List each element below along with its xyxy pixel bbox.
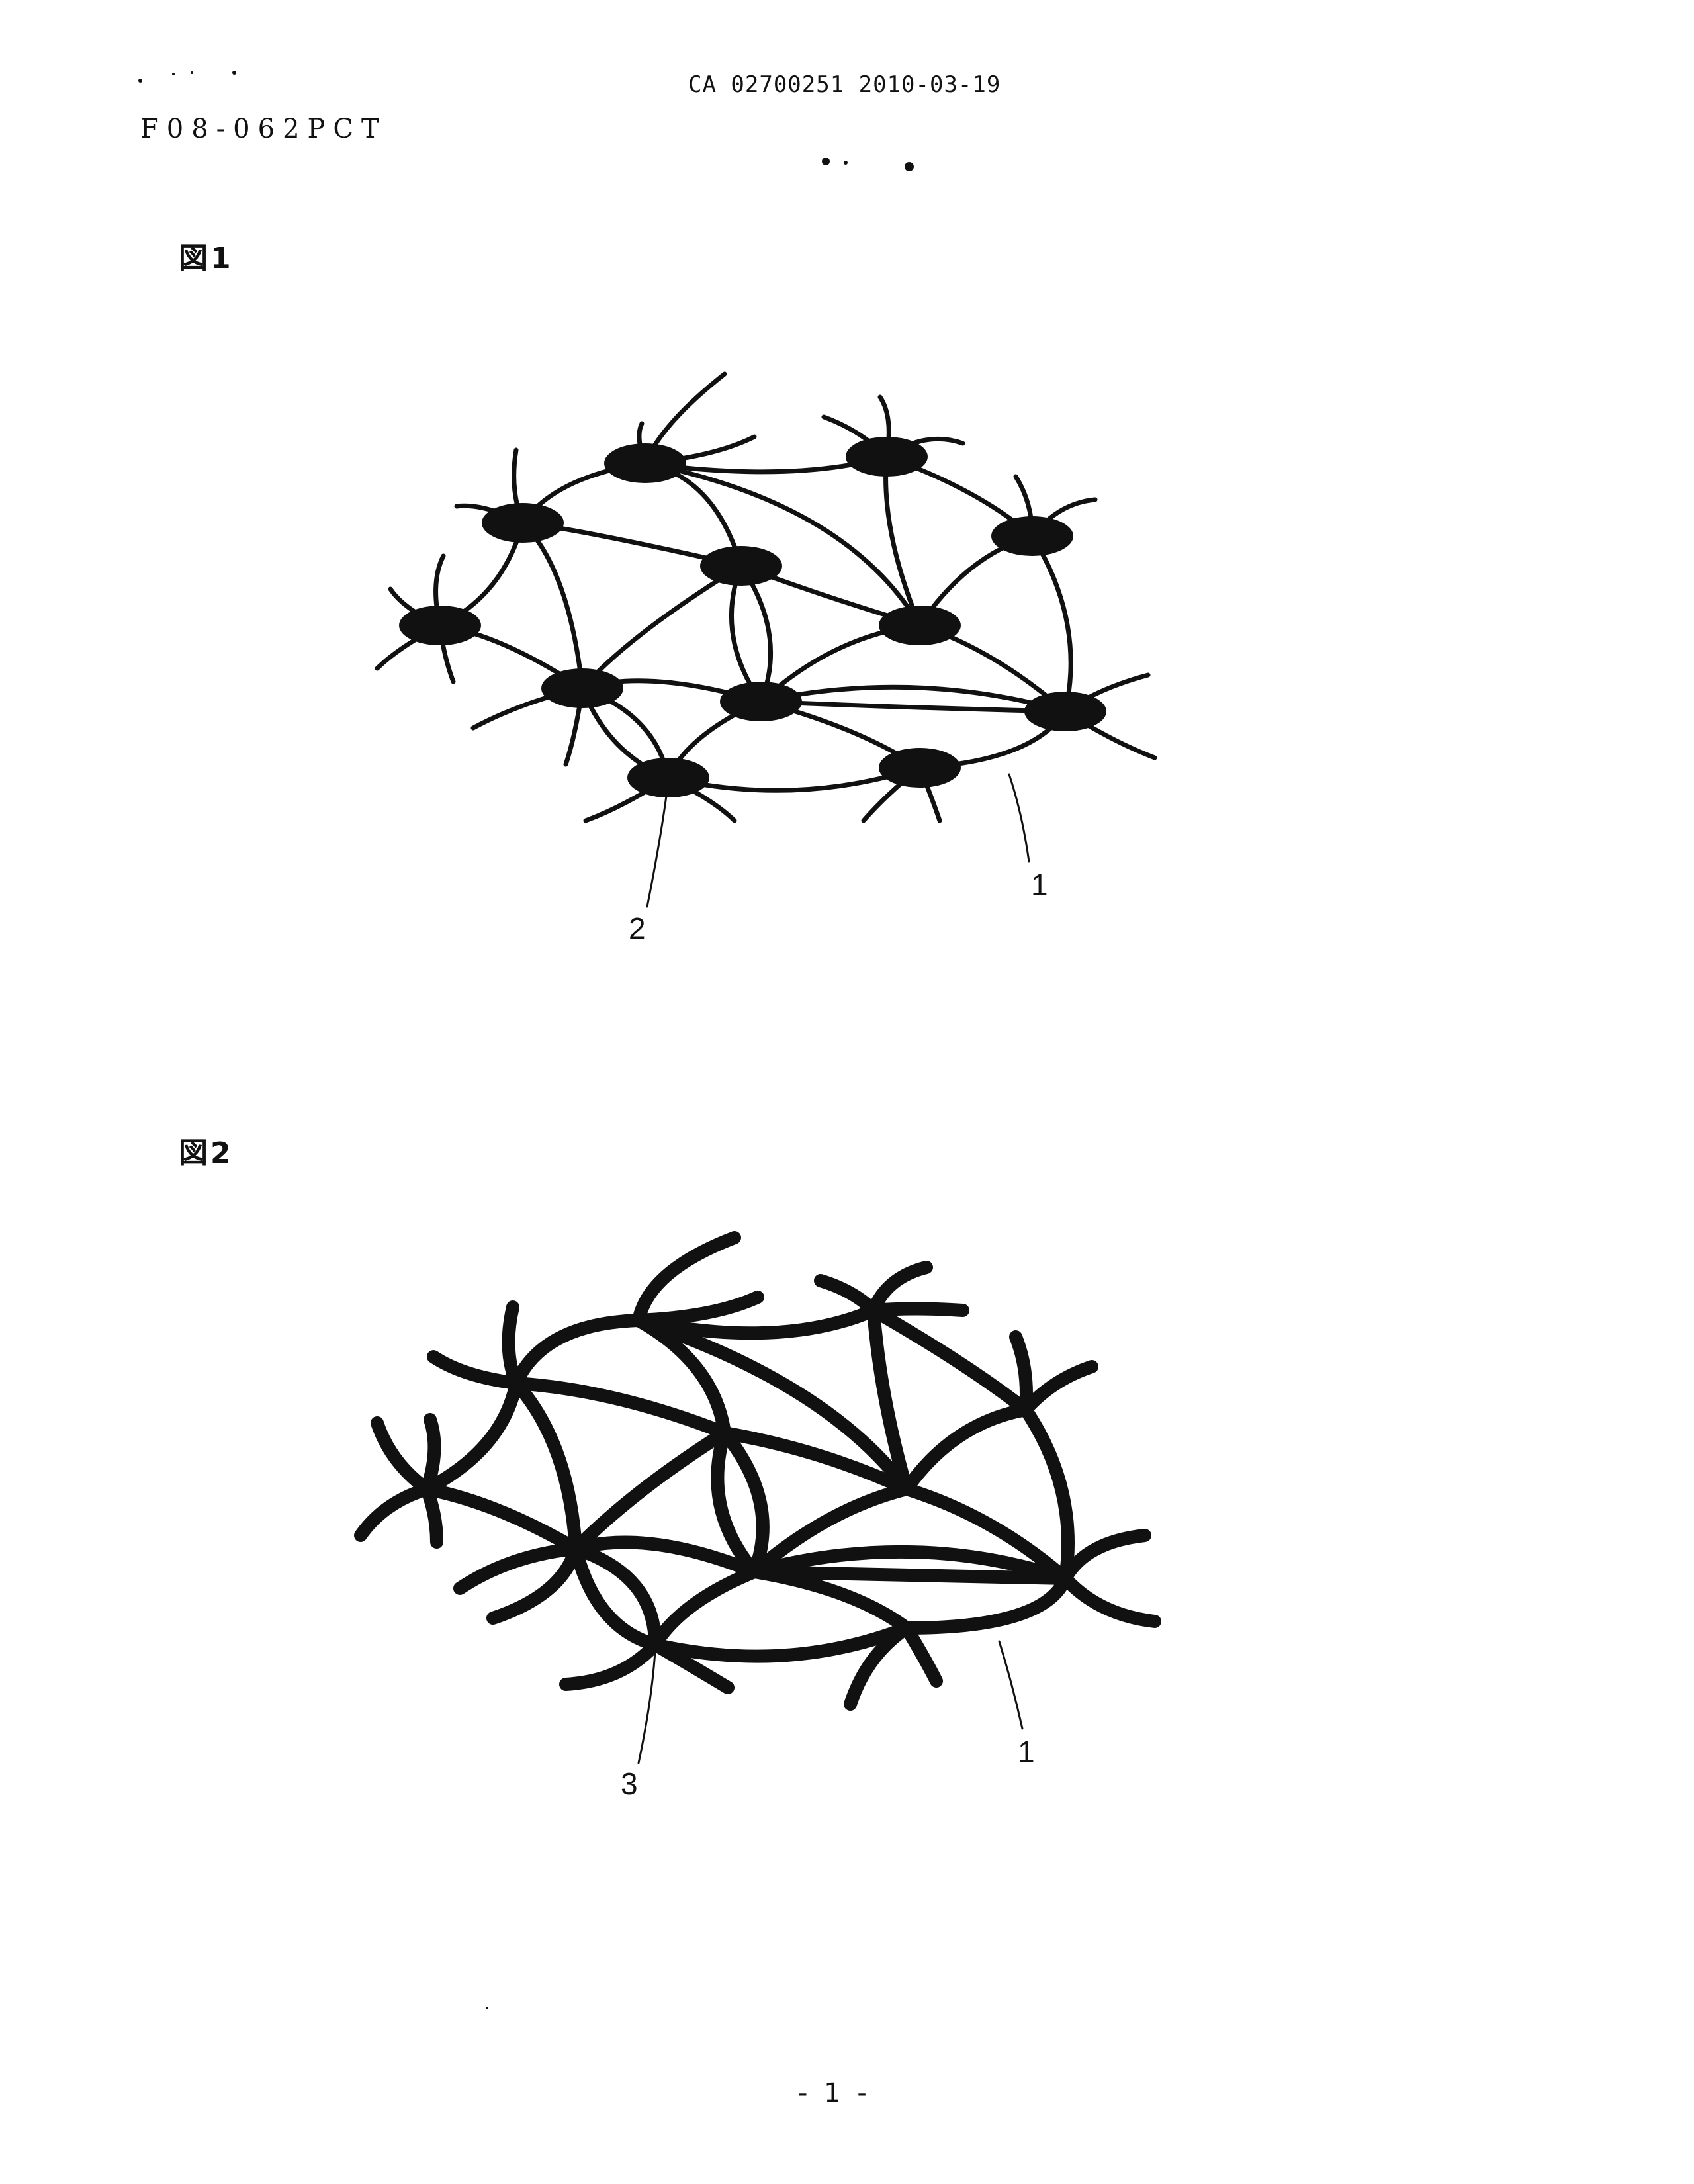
figure-2-reference-junction: 3	[621, 1766, 638, 1801]
fiber-edge	[516, 1320, 639, 1383]
fiber-end	[361, 1489, 427, 1535]
leader-line	[639, 1651, 655, 1763]
fiber-end	[509, 1307, 516, 1383]
figure-2-reference-fiber: 1	[1018, 1734, 1035, 1770]
fiber-edge	[576, 1433, 725, 1549]
fiber-edge	[907, 1578, 1065, 1628]
fiber-end	[1026, 1367, 1092, 1410]
fiber-edge	[873, 1310, 1026, 1410]
fiber-edge	[907, 1410, 1026, 1489]
fiber-end	[1065, 1535, 1145, 1578]
fiber-end	[377, 1423, 427, 1489]
page-number: - 1 -	[798, 2078, 871, 2109]
fiber-end	[427, 1420, 434, 1489]
fiber-end	[639, 1297, 758, 1320]
fiber-edge	[655, 1572, 754, 1645]
fiber-end	[1065, 1578, 1155, 1621]
figure-2-network-diagram	[0, 0, 1694, 1853]
fiber-end	[907, 1628, 936, 1681]
fiber-end	[566, 1645, 655, 1684]
fiber-edge	[427, 1489, 576, 1549]
fiber-end	[873, 1309, 963, 1311]
fiber-end	[427, 1489, 437, 1542]
fiber-edge	[655, 1628, 907, 1657]
leader-line	[999, 1641, 1022, 1729]
fiber-end	[821, 1281, 873, 1310]
